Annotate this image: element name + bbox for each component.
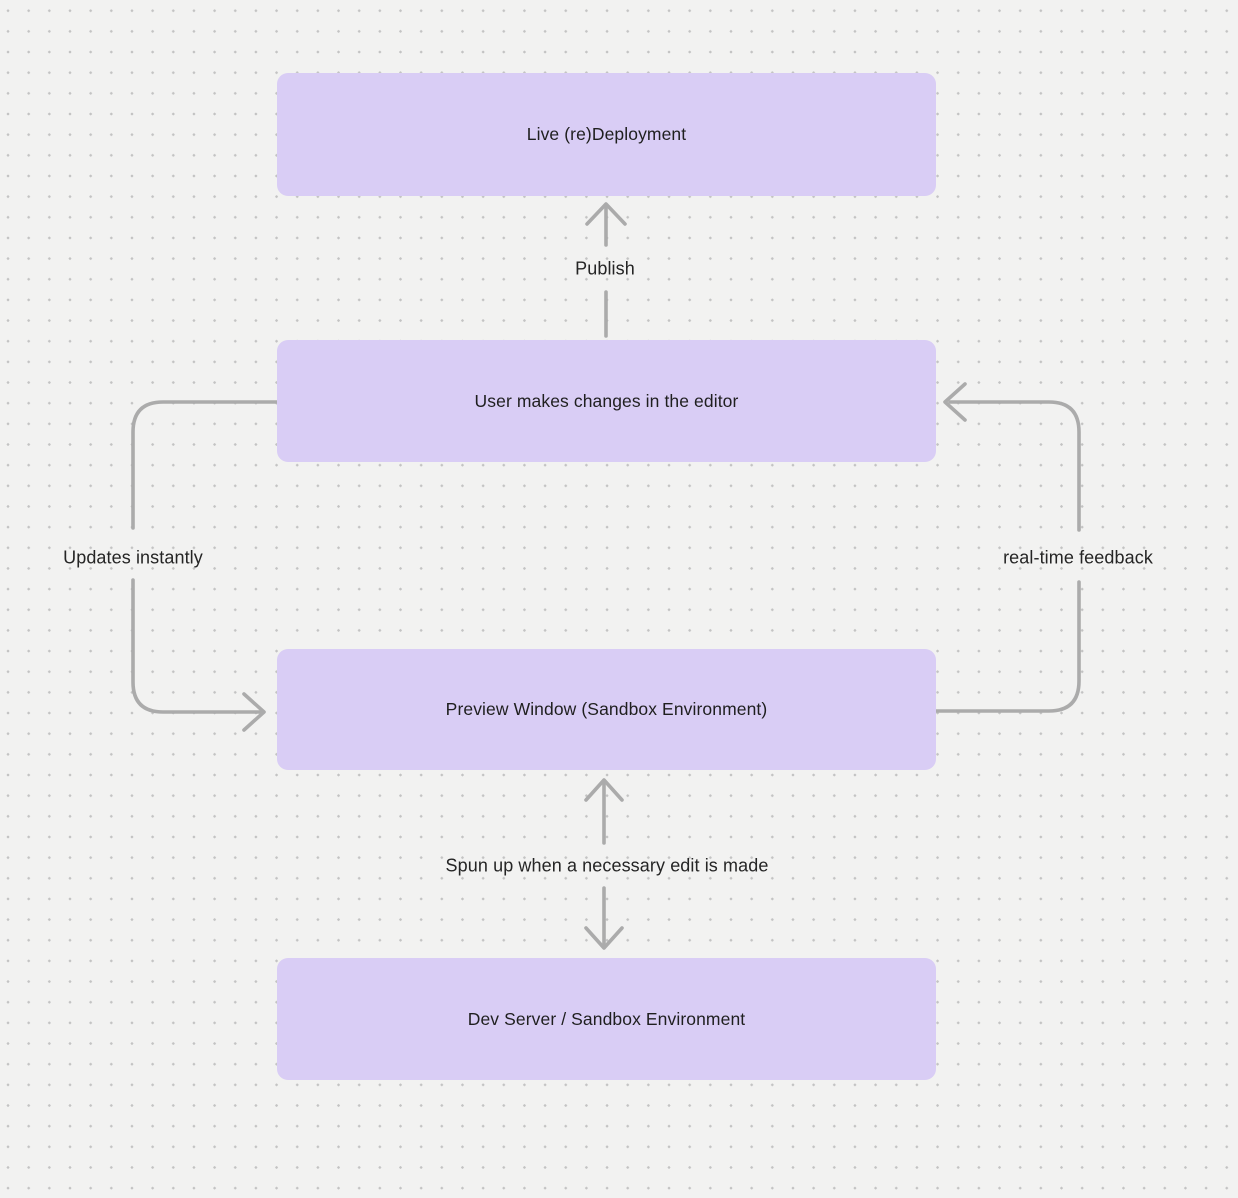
node-live-redeployment-label: Live (re)Deployment — [526, 124, 687, 144]
edge-feedback-lower — [934, 580, 1081, 713]
arrow-up-icon — [585, 202, 627, 226]
node-preview-window[interactable]: Preview Window (Sandbox Environment) — [277, 649, 936, 770]
edge-updates-instantly-arrow — [131, 400, 279, 732]
edge-spun-up-arrow-up — [584, 778, 624, 845]
edge-updates-upper — [131, 400, 279, 530]
node-preview-window-label: Preview Window (Sandbox Environment) — [445, 699, 768, 719]
edge-label-spun-up: Spun up when a necessary edit is made — [445, 855, 769, 876]
edge-updates-lower — [131, 578, 262, 714]
arrow-up-icon — [584, 778, 624, 802]
edge-spun-up-arrow-down — [584, 886, 624, 950]
edge-label-realtime-feedback: real-time feedback — [1003, 547, 1153, 568]
node-live-redeployment[interactable]: Live (re)Deployment — [277, 73, 936, 196]
edge-publish-arrow — [585, 202, 627, 338]
edge-feedback-upper — [948, 400, 1081, 532]
arrow-right-icon — [242, 692, 266, 732]
node-dev-server-label: Dev Server / Sandbox Environment — [467, 1008, 746, 1029]
node-user-changes[interactable]: User makes changes in the editor — [277, 340, 936, 462]
edge-label-updates-instantly: Updates instantly — [63, 547, 203, 568]
edge-realtime-feedback-arrow — [934, 382, 1081, 713]
arrow-down-icon — [584, 926, 624, 950]
edge-label-publish: Publish — [575, 258, 635, 279]
node-dev-server[interactable]: Dev Server / Sandbox Environment — [277, 958, 936, 1080]
arrow-left-icon — [943, 382, 967, 422]
node-user-changes-label: User makes changes in the editor — [474, 390, 739, 411]
